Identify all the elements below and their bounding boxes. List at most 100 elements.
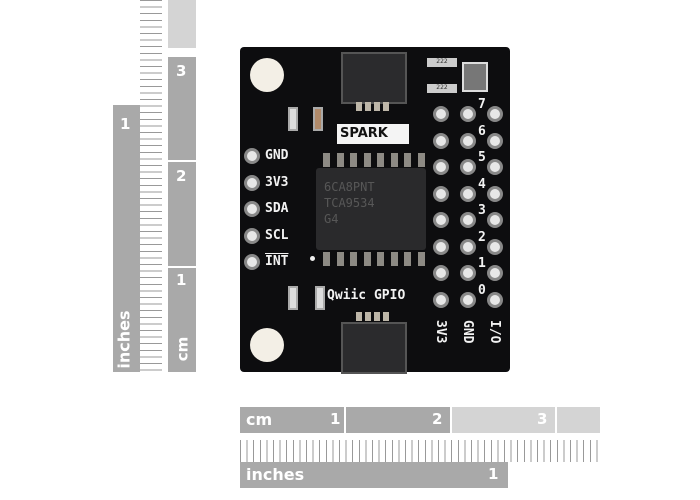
io-pad [460,265,476,281]
resistor [315,286,325,310]
cm-ruler-segment [168,0,196,48]
io-pad [460,238,476,255]
io-pad [433,238,449,255]
inches-ruler-ticks [140,0,162,372]
io-number-1: 1 [478,256,486,271]
chip-pin [377,252,384,266]
mounting-hole [250,58,284,92]
io-pad [433,132,449,149]
header-pad [244,148,260,164]
mounting-hole [250,328,284,362]
header-pad [244,174,260,191]
qwiic-connector-bottom [341,322,407,374]
io-pad [433,291,449,308]
chip-pin [363,153,371,167]
inch-mark-1: 1 [488,465,499,483]
cm-mark-3: 3 [176,62,187,80]
cm-label: cm [173,336,192,362]
cm-mark-3: 3 [537,410,548,428]
resistor-array: 222 [427,58,457,67]
io-pad [460,132,476,149]
io-pad [433,185,449,202]
jumper [462,62,488,92]
pin-label-int: INT [265,254,289,269]
board-title: Qwiic GPIO [327,288,406,303]
pin-label-sda: SDA [265,201,289,216]
chip-text: 6CA8PNT [324,180,375,194]
cm-mark-1: 1 [176,271,187,289]
cm-mark-2: 2 [176,167,187,185]
column-label-io: I/O [487,320,502,344]
io-pad [487,291,503,308]
io-number-6: 6 [478,123,486,139]
inches-ruler-ticks [240,440,600,462]
header-pad [244,227,260,244]
cm-ruler-segment: 2 [168,162,196,266]
cm-ruler-segment: 2 [346,407,450,433]
chip-pin [404,252,411,266]
chip-pin [404,153,411,167]
pin-label-scl: SCL [265,227,289,243]
io-number-3: 3 [478,203,486,218]
io-number-7: 7 [478,97,486,112]
chip-pin [363,252,371,266]
io-pad [487,185,503,202]
io-pad [433,212,449,228]
io-pad [487,238,503,255]
chip-pin [336,252,344,266]
pin1-dot [310,256,315,261]
chip-pin [377,153,384,167]
io-pad [433,159,449,175]
io-pad [487,132,503,149]
io-pad [487,265,503,281]
chip-pin [390,153,398,167]
chip-pin [336,153,344,167]
cm-label: cm [246,410,273,429]
chip-pin [417,153,425,167]
inches-label: inches [246,465,305,484]
io-pad [487,159,503,175]
io-number-0: 0 [478,282,486,298]
chip-pin [323,153,330,167]
chip-pin [350,153,357,167]
resistor [288,107,298,131]
pin-label-gnd: GND [265,148,289,163]
chip-pin [417,252,425,266]
inches-label: inches [114,310,134,369]
io-pad [433,265,449,281]
resistor-array: 222 [427,84,457,93]
chip-text: G4 [324,212,339,226]
pin-label-3v3: 3V3 [265,174,289,190]
capacitor [313,107,323,131]
header-pad [244,201,260,217]
io-pad [460,159,476,175]
cm-mark-1: 1 [330,410,341,428]
sparkfun-logo: SPARK [337,124,409,144]
inch-mark-1: 1 [120,115,131,133]
io-pad [487,106,503,122]
column-label-gnd: GND [460,320,475,344]
io-pad [460,212,476,228]
cm-ruler-segment: 1 cm [168,268,196,372]
io-pad [460,106,476,122]
io-pad [460,291,476,308]
resistor [288,286,298,310]
chip-text: TCA9534 [324,196,375,210]
cm-ruler-segment: cm 1 [240,407,344,433]
tca9534-chip: 6CA8PNT TCA9534 G4 [316,168,426,250]
cm-ruler-segment: 3 [168,57,196,160]
left-inches-ruler: 1 inches [113,105,140,372]
chip-pin [323,252,330,266]
io-number-2: 2 [478,229,486,245]
io-pad [460,185,476,202]
io-number-4: 4 [478,176,486,192]
io-pad [433,106,449,122]
chip-pin [350,252,357,266]
chip-pin [390,252,398,266]
io-number-5: 5 [478,150,486,165]
cm-ruler-segment: 3 [452,407,555,433]
qwiic-connector-top [341,52,407,104]
bottom-inches-ruler: inches 1 [240,462,508,488]
cm-mark-2: 2 [432,410,443,428]
